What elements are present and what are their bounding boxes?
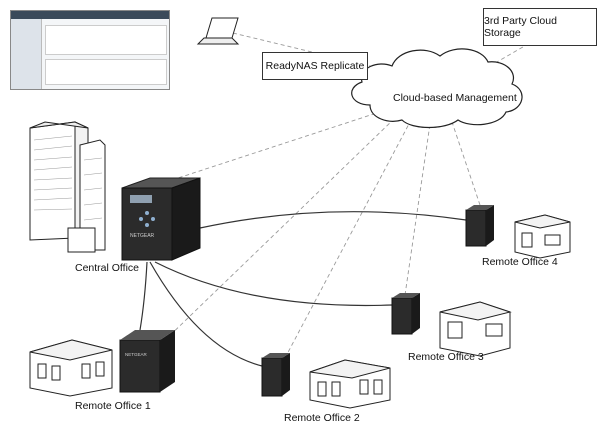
remote-office-4-label: Remote Office 4 xyxy=(482,256,558,268)
cloud-storage-box: 3rd Party Cloud Storage xyxy=(483,8,597,46)
network-links xyxy=(139,211,467,367)
readynas-ui-thumbnail xyxy=(10,10,170,90)
thumbnail-titlebar xyxy=(11,11,169,19)
remote-office-4-nas xyxy=(465,205,494,247)
central-nas-brand: NETGEAR xyxy=(130,233,155,239)
cloud-management-label: Cloud-based Management xyxy=(393,92,517,104)
remote-office-2-nas xyxy=(261,353,290,397)
central-nas-device xyxy=(121,177,201,261)
remote-office-1-label: Remote Office 1 xyxy=(75,400,151,412)
remote-office-3-label: Remote Office 3 xyxy=(408,351,484,363)
thumbnail-panel-top xyxy=(45,25,167,55)
remote-office-3-building-icon xyxy=(439,301,512,357)
office1-nas-brand: NETGEAR xyxy=(125,352,147,357)
thumbnail-sidebar xyxy=(11,19,42,89)
thumbnail-panel-bottom xyxy=(45,59,167,85)
laptop-icon xyxy=(196,17,240,45)
remote-office-1-building-icon xyxy=(29,339,113,397)
cloud-connections xyxy=(159,32,536,359)
cloud-icon xyxy=(351,48,523,129)
remote-office-2-building-icon xyxy=(309,359,391,409)
remote-office-2-label: Remote Office 2 xyxy=(284,412,360,424)
central-office-building-icon xyxy=(29,121,106,253)
readynas-replicate-box: ReadyNAS Replicate xyxy=(262,52,368,80)
central-office-label: Central Office xyxy=(75,262,139,274)
readynas-replicate-label: ReadyNAS Replicate xyxy=(265,60,365,72)
remote-office-4-building-icon xyxy=(514,214,571,259)
remote-office-3-nas xyxy=(391,293,420,335)
remote-office-1-nas xyxy=(119,330,175,393)
cloud-storage-label: 3rd Party Cloud Storage xyxy=(484,15,557,39)
